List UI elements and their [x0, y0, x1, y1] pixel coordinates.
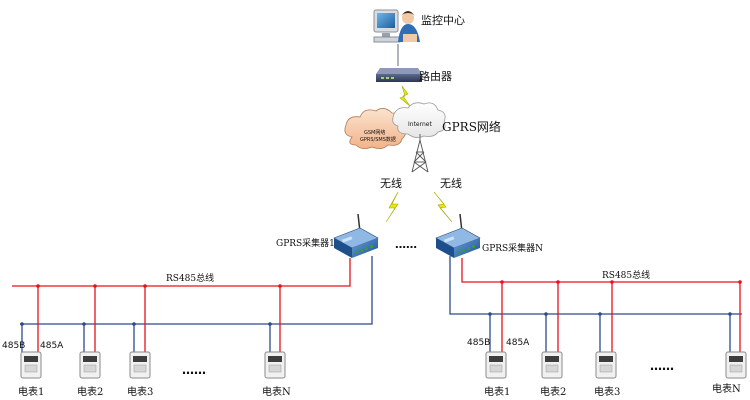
meter-icon [264, 351, 286, 379]
router-label: 路由器 [419, 69, 452, 83]
gprs-network-label: GPRS网络 [442, 119, 501, 134]
meter-icon [79, 351, 101, 379]
router-icon [376, 68, 422, 82]
meter-icon [725, 351, 747, 379]
meter-icon [485, 351, 507, 379]
rs485-bus-right [449, 256, 742, 352]
gsm-cloud-text-line2: GPRS/SMS数据 [360, 136, 396, 143]
collectors-ellipsis: …… [395, 238, 417, 251]
right-meter-n-label: 电表N [712, 382, 741, 395]
gprs-collector-1-label: GPRS采集器1 [276, 237, 335, 249]
rs485-bus-left [12, 256, 373, 352]
internet-cloud-text: Internet [408, 121, 432, 128]
left-meter-3-label: 电表3 [127, 385, 153, 398]
wireless-right-label: 无线 [440, 176, 462, 190]
left-meter-1-label: 电表1 [18, 385, 44, 398]
left-meter-2-label: 电表2 [77, 385, 103, 398]
gsm-cloud-text-line1: GSM网络 [364, 129, 385, 136]
left-meter-n-label: 电表N [262, 385, 291, 398]
meter-icon [20, 351, 42, 379]
monitor-center-icon [373, 9, 420, 43]
rs485-bus-right-label: RS485总线 [602, 269, 650, 281]
wireless-left-label: 无线 [380, 176, 402, 190]
right-meters-ellipsis: …… [650, 359, 674, 373]
left-meters-ellipsis: …… [182, 363, 206, 377]
meter-icon [541, 351, 563, 379]
rs485-bus-left-label: RS485总线 [166, 272, 214, 284]
meter-icon [595, 351, 617, 379]
monitor-center-label: 监控中心 [421, 13, 465, 27]
left-wire-b-label: 485B [2, 341, 25, 351]
gprs-collector-1-icon [333, 213, 379, 258]
right-wire-a-label: 485A [506, 338, 530, 348]
internet-cloud-icon [392, 102, 446, 138]
gprs-collector-n-icon [435, 213, 481, 258]
lightning-router-cloud-icon [399, 85, 411, 107]
lightning-left-icon [385, 191, 399, 223]
antenna-tower-icon [411, 134, 429, 173]
meter-icon [129, 351, 151, 379]
left-wire-a-label: 485A [40, 341, 64, 351]
right-meter-1-label: 电表1 [484, 385, 510, 398]
gprs-collector-n-label: GPRS采集器N [482, 242, 543, 254]
right-meter-3-label: 电表3 [594, 385, 620, 398]
right-meter-2-label: 电表2 [540, 385, 566, 398]
right-wire-b-label: 485B [467, 338, 490, 348]
lightning-right-icon [433, 191, 453, 223]
